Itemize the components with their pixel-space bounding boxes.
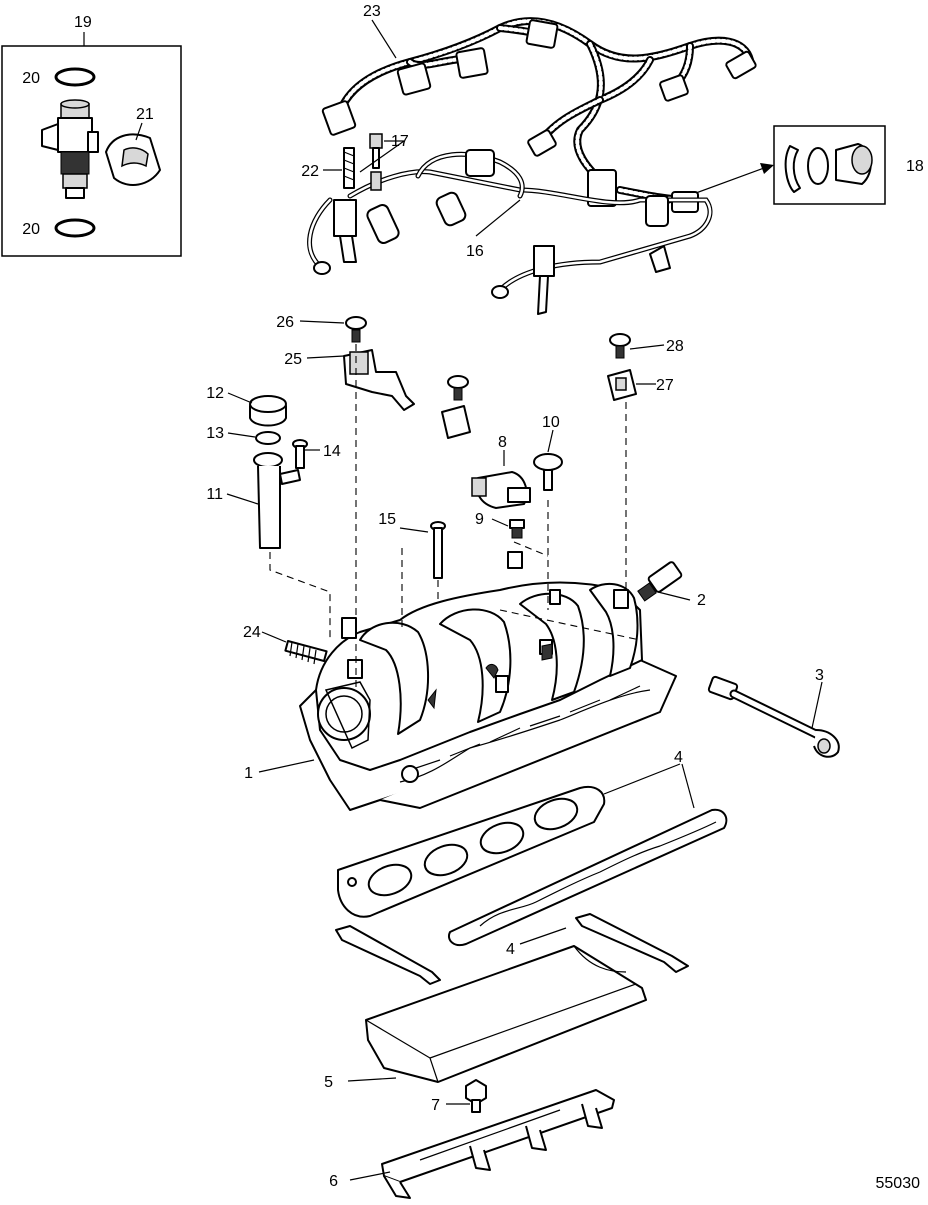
- o-ring-lower: [54, 218, 96, 238]
- callout-10: 10: [542, 414, 560, 431]
- callout-28: 28: [666, 338, 684, 355]
- connector-detail-inset: [665, 125, 886, 205]
- o-ring-upper: [54, 67, 96, 87]
- end-seal-rear: [575, 913, 689, 973]
- shield-bracket: [381, 1089, 615, 1199]
- oil-fill-tube: [253, 452, 301, 549]
- callout-8: 8: [498, 434, 507, 451]
- pcv-tube: [707, 675, 840, 758]
- callout-25-26-b: 25: [284, 351, 302, 368]
- fuel-rail: [307, 149, 713, 315]
- bracket-clip-center: [441, 375, 471, 439]
- callout-17: 17: [391, 133, 409, 150]
- callout-15: 15: [378, 511, 396, 528]
- manifold-stud: [284, 639, 328, 665]
- manifold-bolt: [430, 521, 446, 579]
- wiring-harness: [321, 17, 757, 213]
- callout-9: 9: [475, 511, 484, 528]
- temperature-sensor: [637, 561, 683, 602]
- bracket-clip-27: [607, 369, 637, 401]
- callout-24: 24: [243, 624, 261, 641]
- callout-20-upper: 20: [22, 70, 40, 87]
- callout-25-26-a: 26: [276, 314, 294, 331]
- callout-22: 22: [301, 163, 319, 180]
- throttle-bracket: [343, 349, 415, 411]
- figure-id: 55030: [876, 1175, 921, 1192]
- intake-gasket-lower: [448, 808, 728, 946]
- fuel-injector: [41, 99, 99, 199]
- callout-2: 2: [697, 592, 706, 609]
- callout-5: 5: [324, 1074, 333, 1091]
- oil-fill-cap: [249, 395, 287, 427]
- callout-21: 21: [136, 106, 154, 123]
- fill-cap-o-ring: [255, 431, 281, 445]
- callout-23: 23: [363, 3, 381, 20]
- fill-tube-bolt: [292, 439, 308, 469]
- callout-27: 27: [656, 377, 674, 394]
- schrader-valve: [369, 133, 383, 191]
- injector-detail-inset: [1, 32, 182, 257]
- callout-13: 13: [206, 425, 224, 442]
- callout-20-lower: 20: [22, 221, 40, 238]
- intake-gasket-upper: [337, 786, 606, 918]
- end-seal-front: [335, 925, 441, 985]
- callout-11: 11: [206, 486, 223, 503]
- map-sensor: [471, 471, 531, 509]
- callout-12: 12: [206, 385, 224, 402]
- callout-6: 6: [329, 1173, 338, 1190]
- callout-1: 1: [244, 765, 253, 782]
- rail-stud: [343, 147, 355, 189]
- bracket-nut-26: [345, 316, 367, 343]
- callout-18: 18: [906, 158, 924, 175]
- callout-19: 19: [74, 14, 92, 31]
- callout-4-lower: 4: [506, 941, 515, 958]
- callout-3: 3: [815, 667, 824, 684]
- sensor-bolt: [533, 453, 563, 491]
- shield-bolt: [465, 1079, 487, 1113]
- callout-4-upper: 4: [674, 749, 683, 766]
- callout-7: 7: [431, 1097, 440, 1114]
- intake-manifold: [299, 551, 677, 811]
- valley-shield: [365, 945, 647, 1083]
- vacuum-fitting: [509, 519, 525, 539]
- injector-clip: [105, 133, 161, 186]
- nut-28: [609, 333, 631, 359]
- callout-16: 16: [466, 243, 484, 260]
- callout-14: 14: [323, 443, 341, 460]
